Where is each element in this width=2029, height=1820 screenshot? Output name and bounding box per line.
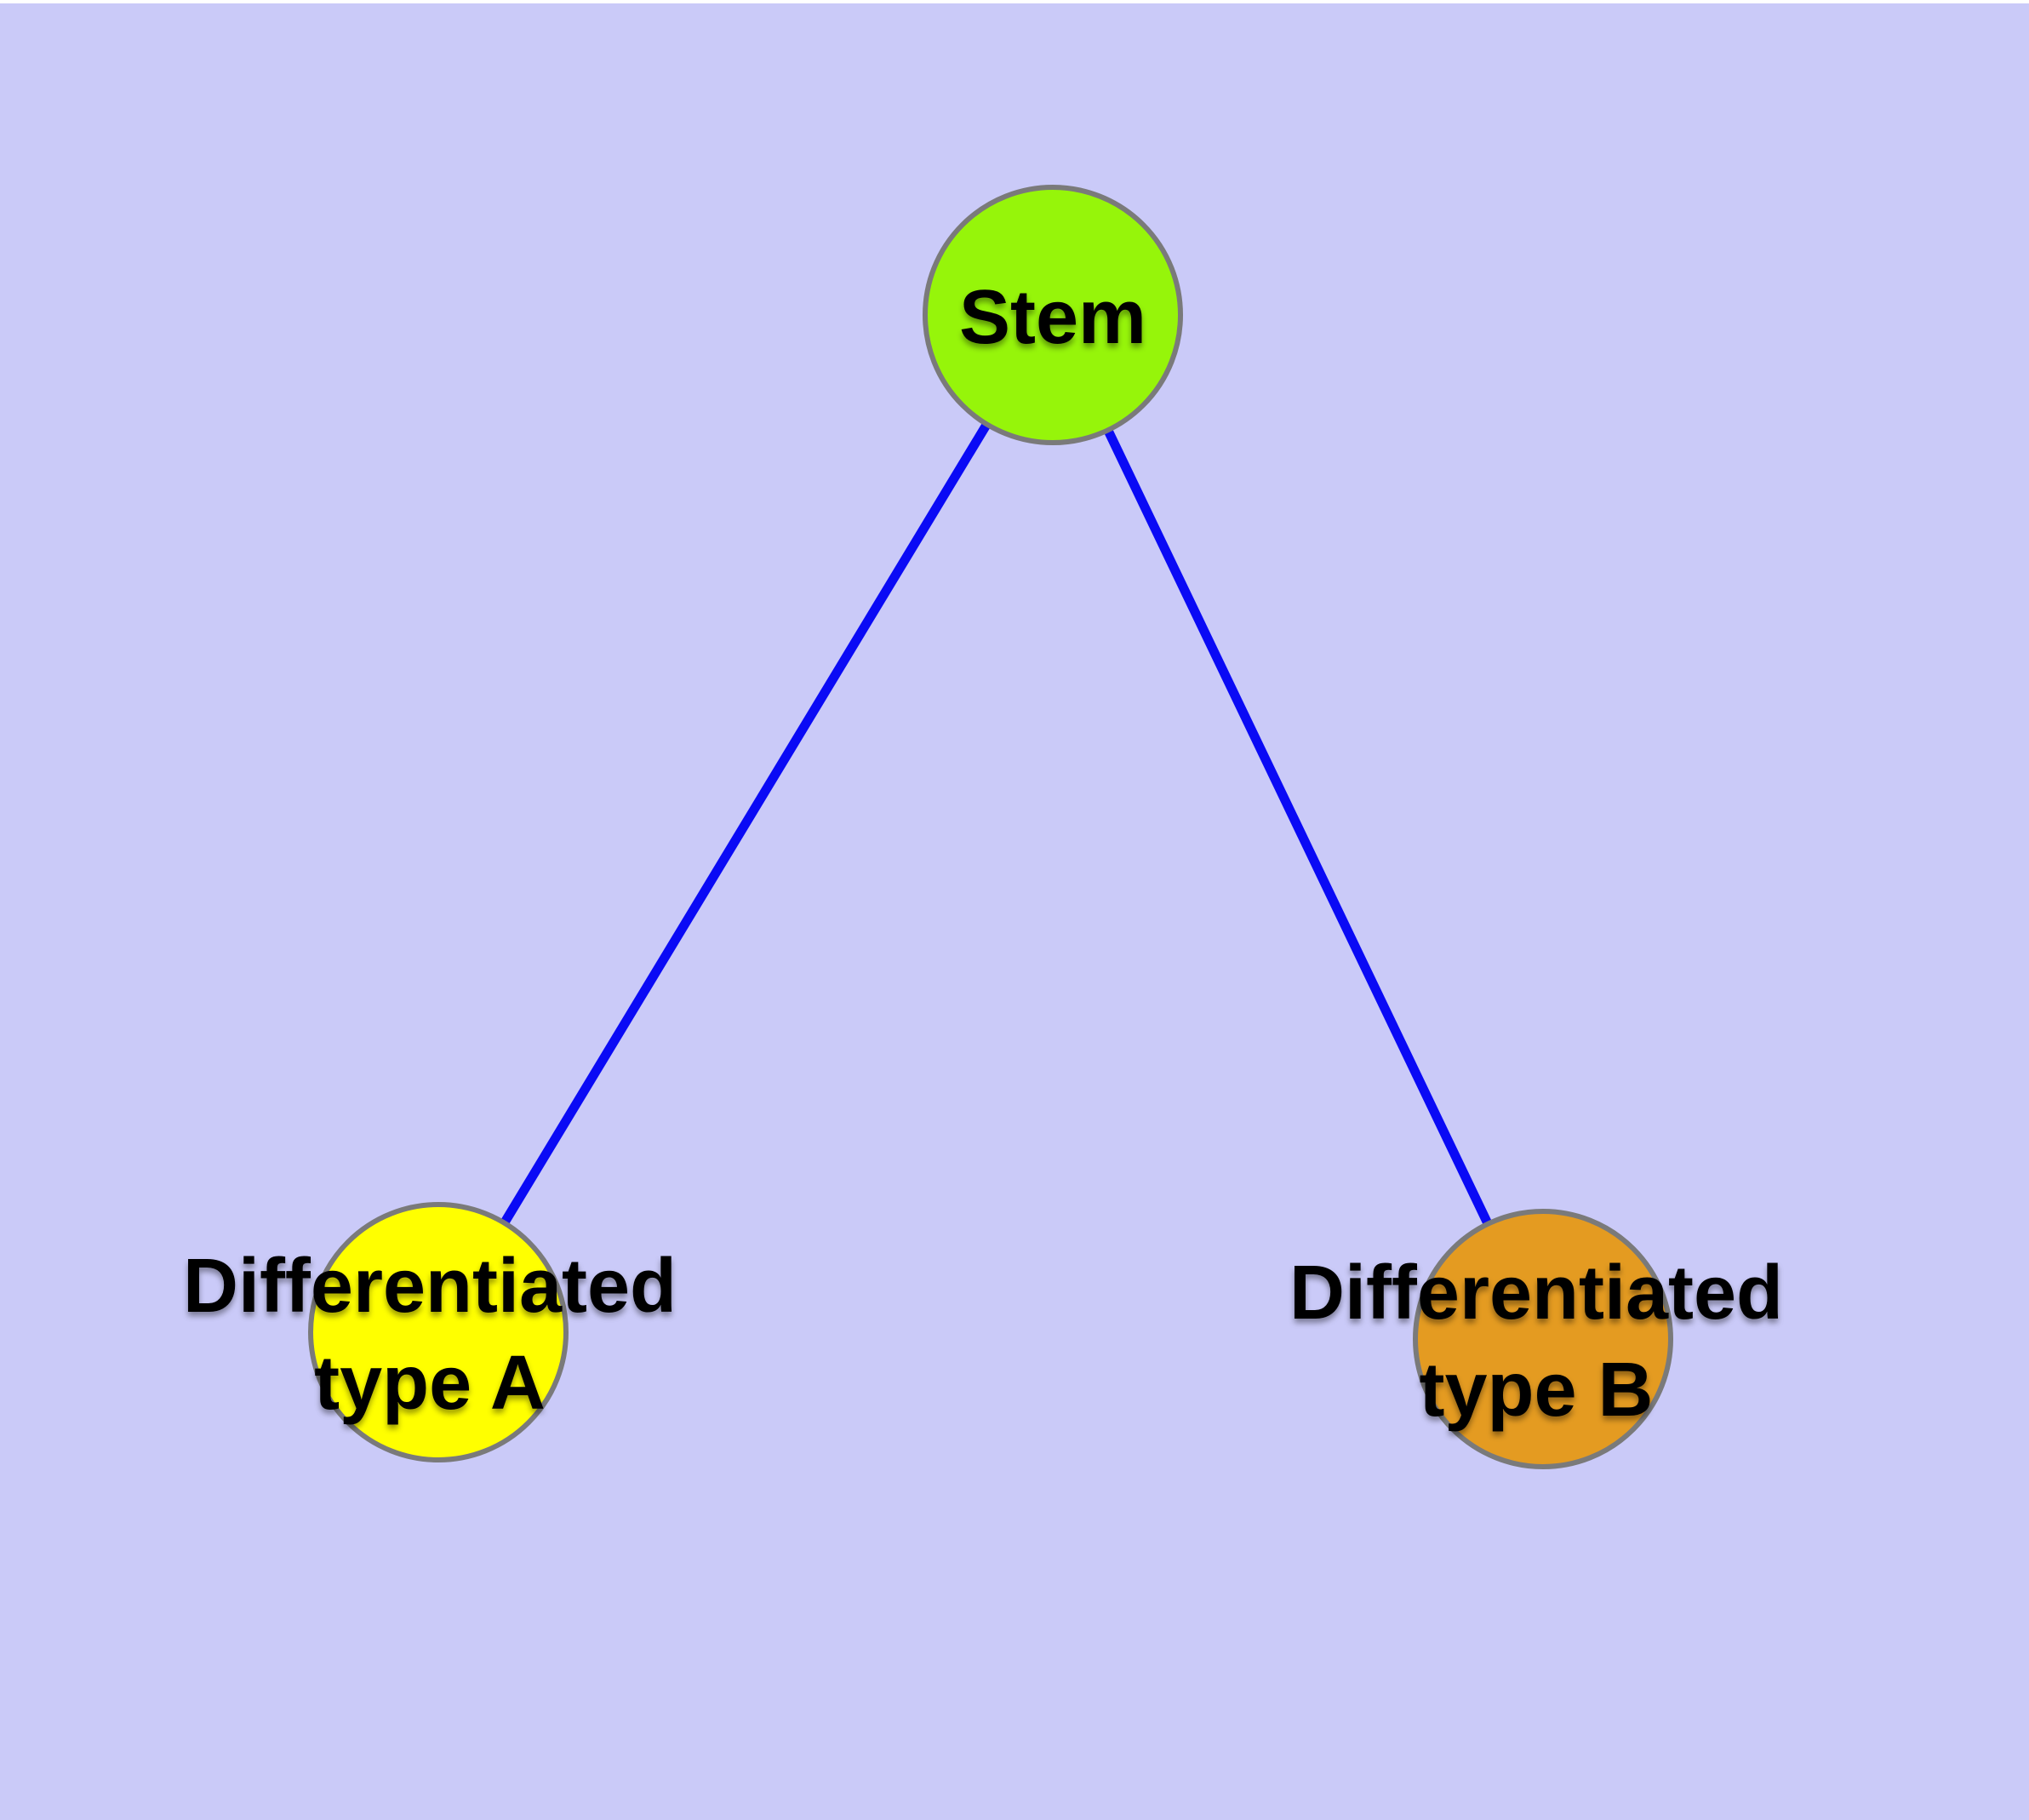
node-differentiated-type-b-circle[interactable] xyxy=(1413,1209,1673,1469)
node-stem[interactable]: Stem xyxy=(923,185,1183,445)
edge-layer xyxy=(434,312,1547,1342)
node-differentiated-type-b[interactable]: Differentiated type B xyxy=(1289,1209,1783,1469)
node-differentiated-type-b-label-line1: Differentiated xyxy=(1289,1251,1783,1336)
node-differentiated-type-a-label-line1: Differentiated xyxy=(183,1244,677,1329)
node-stem-label-group: Stem xyxy=(959,275,1146,360)
node-differentiated-type-a-label-line2: type A xyxy=(314,1341,546,1426)
node-stem-circle[interactable] xyxy=(923,185,1183,445)
node-differentiated-type-a-label-group: Differentiated type A xyxy=(183,1244,677,1426)
node-differentiated-type-b-label-line2: type B xyxy=(1419,1348,1653,1433)
node-stem-label: Stem xyxy=(959,275,1146,360)
node-differentiated-type-a-circle[interactable] xyxy=(308,1202,569,1462)
edge-stem-to-type-a[interactable] xyxy=(434,312,1057,1335)
node-differentiated-type-a[interactable]: Differentiated type A xyxy=(183,1202,677,1462)
node-differentiated-type-b-label-group: Differentiated type B xyxy=(1289,1251,1783,1433)
edge-stem-to-type-b[interactable] xyxy=(1049,312,1547,1342)
